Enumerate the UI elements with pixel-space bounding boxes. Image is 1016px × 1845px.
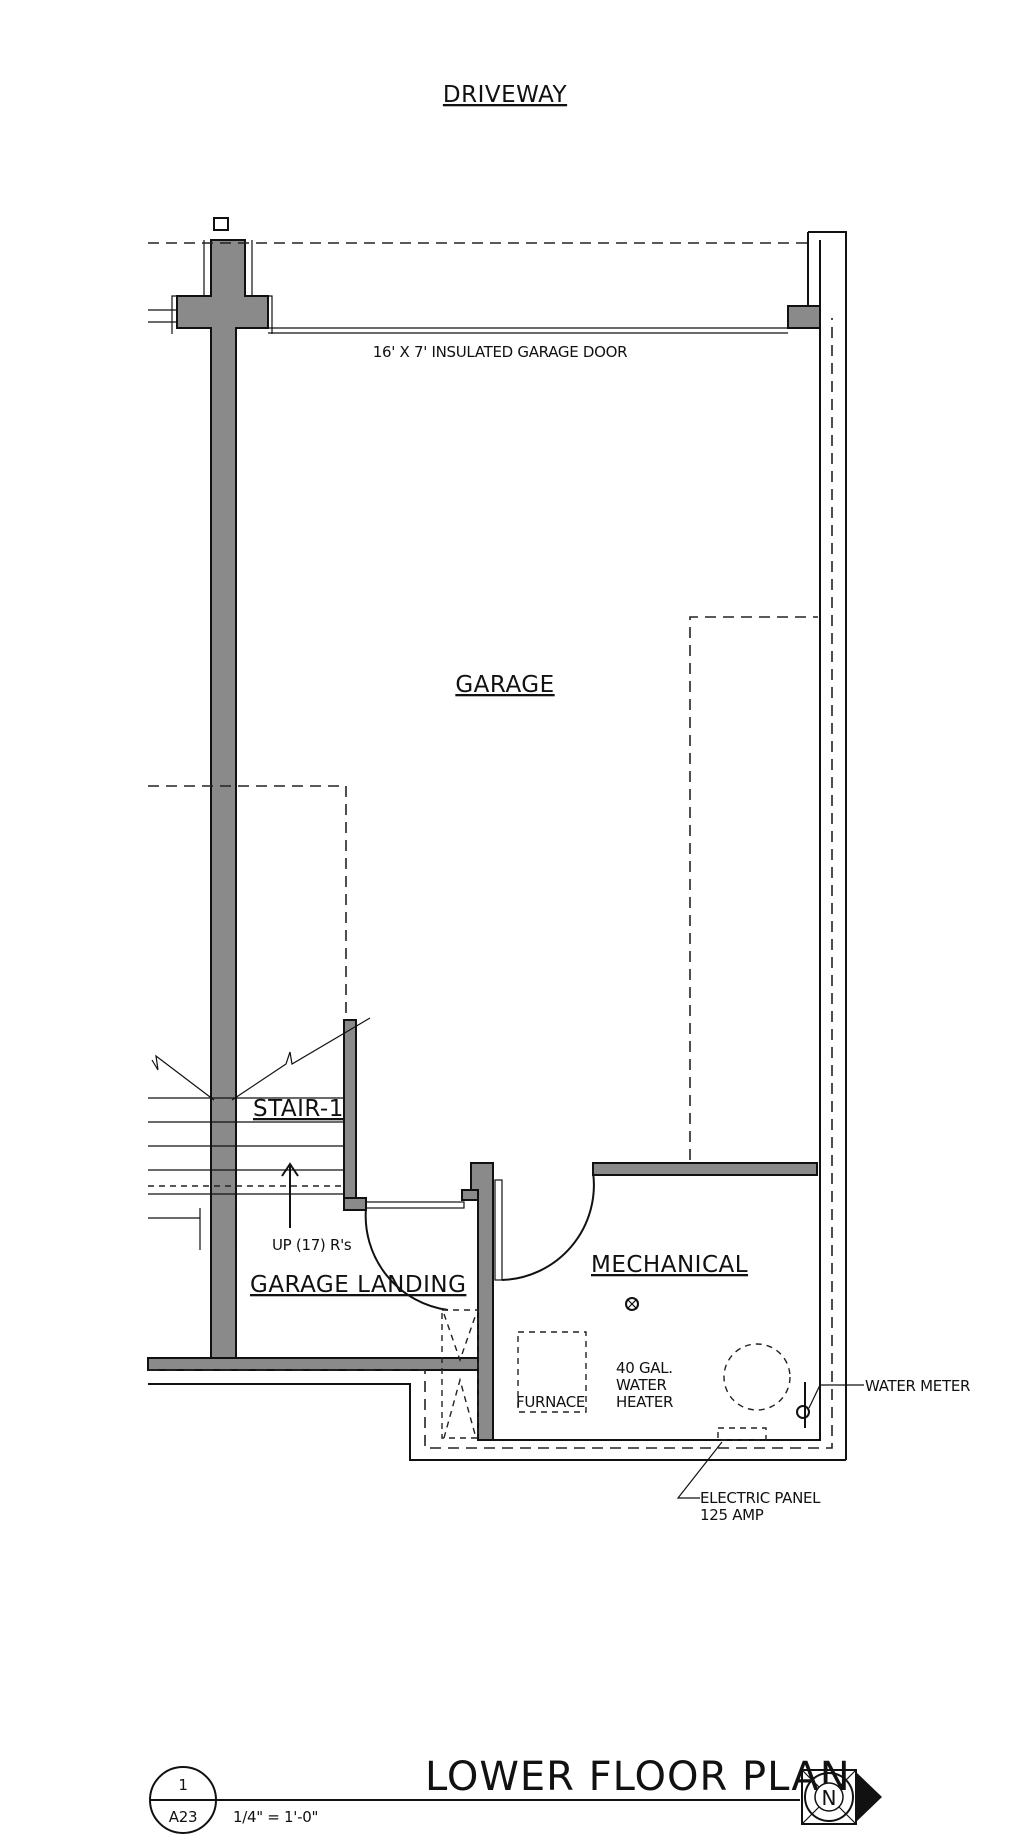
right-pier [787, 305, 821, 329]
walls [147, 217, 847, 1461]
title-block: 1 A23 LOWER FLOOR PLAN 1/4" = 1'-0" N [149, 1754, 882, 1834]
north-marker: N [822, 1786, 837, 1810]
labels: DRIVEWAY 16' X 7' INSULATED GARAGE DOOR … [250, 82, 970, 1524]
water-heater-label-1: 40 GAL. [616, 1359, 673, 1377]
left-wall [176, 239, 269, 1359]
furnace-outline [517, 1331, 587, 1413]
plan-scale: 1/4" = 1'-0" [233, 1808, 318, 1826]
water-heater-label-2: WATER [616, 1376, 667, 1394]
furnace-label: FURNACE [516, 1393, 585, 1411]
electric-panel-outline [717, 1427, 767, 1441]
garage-landing-label: GARAGE LANDING [250, 1272, 466, 1298]
mechanical-wall [470, 1162, 494, 1441]
floor-drain-icon [625, 1297, 639, 1311]
water-heater-outline [723, 1343, 791, 1411]
detail-number: 1 [178, 1776, 187, 1794]
plan-title: LOWER FLOOR PLAN [425, 1754, 851, 1800]
stair-label: STAIR-1 [253, 1096, 344, 1122]
electric-panel-label-1: ELECTRIC PANEL [700, 1489, 821, 1507]
driveway-label: DRIVEWAY [443, 82, 568, 108]
water-meter-icon [796, 1405, 810, 1419]
doors [364, 1171, 595, 1439]
sheet-number: A23 [169, 1808, 197, 1826]
stair-1 [148, 1017, 371, 1250]
water-heater-label-3: HEATER [616, 1393, 673, 1411]
electric-panel-label-2: 125 AMP [700, 1506, 764, 1524]
mechanical-label: MECHANICAL [591, 1252, 748, 1278]
left-pier-cap [213, 217, 229, 231]
garage-label: GARAGE [455, 672, 554, 698]
north-arrow-icon: N [801, 1769, 882, 1825]
mechanical-top-wall [592, 1162, 818, 1176]
dashed-lines [148, 242, 833, 1449]
garage-door-label: 16' X 7' INSULATED GARAGE DOOR [373, 343, 628, 361]
equipment [517, 1297, 864, 1499]
garage-door [148, 309, 788, 334]
bottom-left-wall [147, 1357, 479, 1371]
stair-wall [343, 1019, 357, 1211]
stair-note: UP (17) R's [272, 1236, 352, 1254]
water-meter-label: WATER METER [865, 1377, 970, 1395]
